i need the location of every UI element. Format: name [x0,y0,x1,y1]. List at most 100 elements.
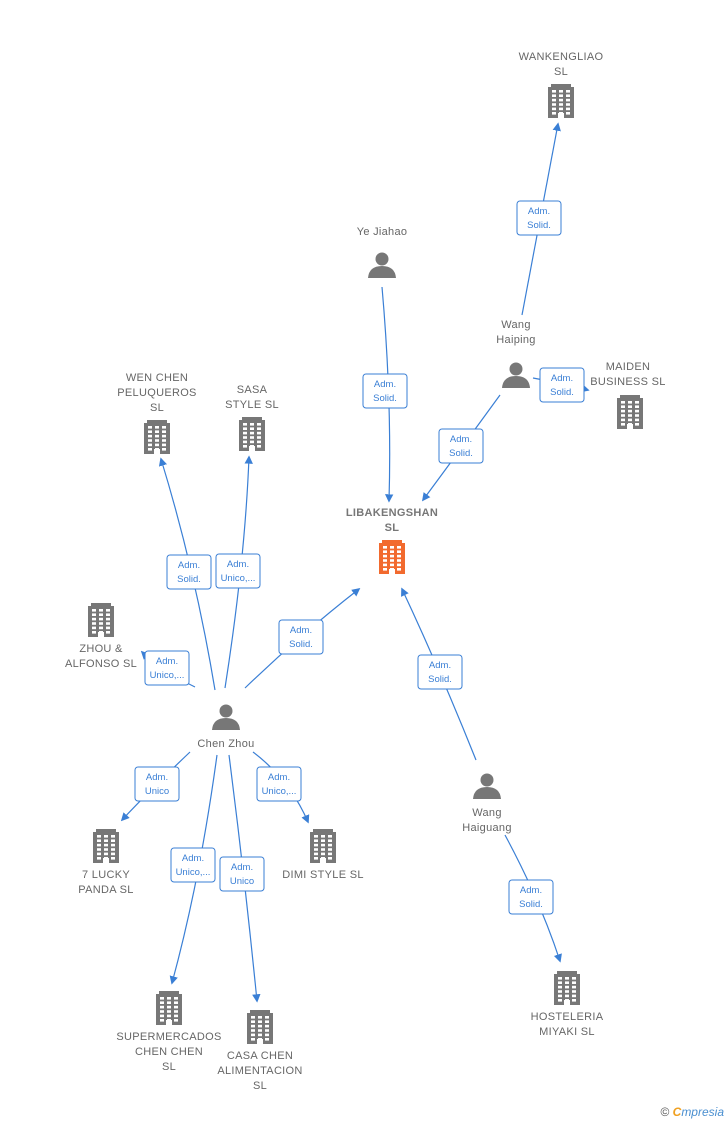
node-label: MIYAKI SL [539,1026,595,1038]
node-sasa-style[interactable]: SASA STYLE SL [225,384,279,451]
node-label: Chen Zhou [197,738,254,750]
node-label: LIBAKENGSHAN [346,507,438,519]
relation-label-box[interactable] [170,847,216,883]
relation-label-text: Solid. [289,639,313,650]
relation-edge[interactable]: Adm. Unico [120,751,191,822]
person-icon [368,252,396,278]
node-label: PANDA SL [78,884,133,896]
relation-label-box[interactable] [438,428,484,464]
building-icon [144,420,170,454]
brand-watermark: © Cmpresia [660,1105,724,1119]
relation-label-text: Adm. [227,559,249,570]
node-label: MAIDEN [606,361,651,373]
relation-label-box[interactable] [256,766,302,802]
relation-edge[interactable]: Adm. Unico,... [215,455,261,689]
node-label: 7 LUCKY [82,869,130,881]
relation-edge[interactable]: Adm.Solid. [362,286,408,503]
relation-label-text: Unico,... [262,786,297,797]
relation-label-text: Adm. [374,379,396,390]
node-label: CHEN CHEN [135,1046,203,1058]
relation-edge[interactable]: Adm.Unico,... [140,650,196,688]
relation-label-text: Solid. [527,220,551,231]
relation-label-box[interactable] [219,856,265,892]
relation-edge[interactable]: Adm. Solid. [244,587,361,689]
node-label: SL [385,522,400,534]
relation-label-text: Adm. [182,853,204,864]
building-icon [88,603,114,637]
relation-label-text: Adm. [290,625,312,636]
node-label: SL [150,402,164,414]
relation-label-text: Adm. [146,772,168,783]
relation-label-box[interactable] [215,553,261,589]
node-libakengshan[interactable]: LIBAKENGSHAN SL [346,507,438,574]
relation-edge[interactable]: Adm. Solid. [516,122,562,316]
node-label: Haiping [496,334,535,346]
node-label: PELUQUEROS [117,387,196,399]
node-label: DIMI STYLE SL [282,869,364,881]
node-label: STYLE SL [225,399,279,411]
relation-edge[interactable]: Adm.Unico [219,754,265,1003]
relation-label-text: Unico,... [176,867,211,878]
building-icon [239,417,265,451]
relation-label-text: Adm. [178,560,200,571]
relation-label-box[interactable] [278,619,324,655]
relation-label-text: Adm. [268,772,290,783]
brand-name: mpresia [681,1105,724,1119]
building-icon [156,991,182,1025]
node-label: SL [554,66,568,78]
node-label: Ye Jiahao [357,226,408,238]
brand-first-letter: C [672,1105,682,1119]
node-wankengliao[interactable]: WANKENGLIAO SL [519,51,604,118]
relation-edge[interactable]: Adm. Solid. [504,834,562,963]
nodes-layer: LIBAKENGSHAN SL WANKENGLIAO SL Ye JiahaoWang… [65,51,665,1092]
relation-label-text: Solid. [519,899,543,910]
node-label: Wang [472,807,502,819]
relation-label-box[interactable] [134,766,180,802]
building-icon [617,395,643,429]
node-label: ZHOU & [79,643,123,655]
person-icon [502,362,530,388]
node-zhou-alfonso[interactable]: ZHOU &ALFONSO SL [65,603,137,670]
relation-label-box[interactable] [144,650,190,686]
node-dimi-style[interactable]: DIMI STYLE SL [282,829,364,881]
relation-label-text: Solid. [550,387,574,398]
node-label: SASA [237,384,268,396]
relation-edge[interactable]: Adm. Unico,... [169,754,218,985]
relation-edge[interactable]: Adm.Solid. [158,457,216,691]
node-lucky-panda[interactable]: 7 LUCKY PANDA SL [78,829,133,896]
relation-label-text: Adm. [520,885,542,896]
relation-edge[interactable]: Adm. Solid. [532,367,590,403]
relation-label-text: Unico [230,876,254,887]
node-label: Wang [501,319,531,331]
relation-label-box[interactable] [508,879,554,915]
relation-label-box[interactable] [417,654,463,690]
node-chen-zhou[interactable]: Chen Zhou [197,704,254,751]
relation-label-box[interactable] [516,200,562,236]
node-ye-jiahao[interactable]: Ye Jiahao [357,226,408,278]
relation-label-text: Adm. [450,434,472,445]
relation-label-text: Solid. [449,448,473,459]
relation-label-text: Unico,... [221,573,256,584]
node-label: WANKENGLIAO [519,51,604,63]
building-icon [548,84,574,118]
relation-label-text: Adm. [551,373,573,384]
relation-label-box[interactable] [362,373,408,409]
relation-edge[interactable]: Adm.Solid. [401,587,477,761]
relation-label-text: Adm. [528,206,550,217]
relation-label-box[interactable] [539,367,585,403]
relation-edge[interactable]: Adm. Unico,... [252,751,310,824]
relation-label-box[interactable] [166,554,212,590]
node-label: Haiguang [462,822,512,834]
node-label: CASA CHEN [227,1050,293,1062]
relation-label-text: Unico [145,786,169,797]
relation-edge[interactable]: Adm. Solid. [422,394,501,502]
building-icon [310,829,336,863]
